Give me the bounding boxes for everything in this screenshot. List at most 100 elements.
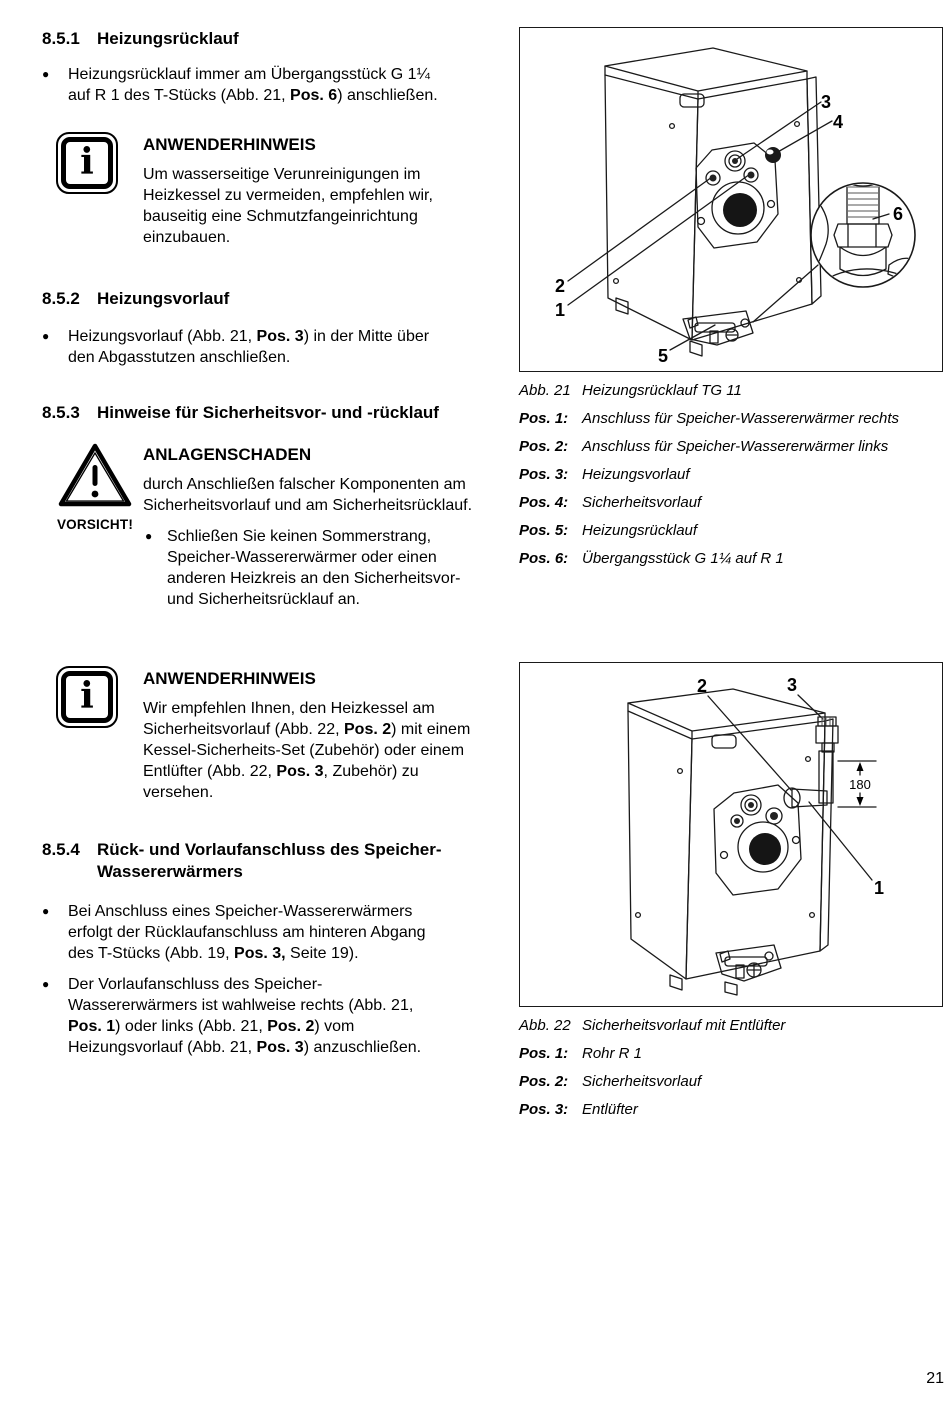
bullet-text: Heizungsvorlauf (Abb. 21, Pos. 3) in der… — [68, 328, 430, 366]
vorsicht-warning-box: VORSICHT! ANLAGENSCHADEN durch Anschließ… — [42, 442, 487, 610]
bullet-icon: ● — [42, 977, 50, 991]
bullet-text: Heizungsrücklauf immer am Übergangsstück… — [68, 66, 438, 104]
section-title: Heizungsvorlauf — [97, 289, 230, 308]
anwenderhinweis-box: i ANWENDERHINWEIS Um wasserseitige Verun… — [42, 132, 487, 248]
hint-body: ANWENDERHINWEIS Wir empfehlen Ihnen, den… — [143, 666, 478, 803]
legend-row: Pos. 2:Anschluss für Speicher-Wassererwä… — [519, 438, 889, 455]
bullet-icon: ● — [42, 329, 50, 343]
callout-1-label: 1 — [874, 878, 884, 898]
callout-6-label: 6 — [893, 204, 903, 224]
hint-title: ANWENDERHINWEIS — [143, 669, 316, 688]
leader-line-1 — [567, 173, 751, 306]
warning-body: ANLAGENSCHADEN durch Anschließen falsche… — [143, 442, 478, 610]
callout-1-label: 1 — [555, 300, 565, 320]
legend-row: Pos. 3:Heizungsvorlauf — [519, 466, 690, 483]
speicher-port-links — [705, 170, 721, 186]
section-number: 8.5.2 — [42, 289, 80, 308]
caption-label: Abb. 22 — [519, 1017, 571, 1034]
leader-line-3 — [797, 694, 824, 720]
boiler-rear-illustration: 3 4 2 1 5 6 — [555, 47, 916, 366]
section-number: 8.5.3 — [42, 403, 80, 422]
leader-line-6 — [872, 213, 890, 220]
figure-column: 3 4 2 1 5 6 Abb. 21 Heizungsrücklauf TG … — [519, 27, 943, 1128]
leader-line-3 — [736, 101, 822, 160]
hex-nut — [833, 223, 893, 248]
boiler-right-edge — [819, 718, 834, 952]
hint-text: Wir empfehlen Ihnen, den Heizkessel am S… — [143, 700, 471, 801]
rohr-r1-horizontal — [791, 788, 828, 808]
leader-line-2 — [707, 695, 792, 791]
entluefter-body — [815, 725, 839, 744]
bullet-text: Bei Anschluss eines Speicher-Wassererwär… — [68, 903, 426, 962]
caption-label: Abb. 21 — [519, 382, 571, 399]
abgasstutzen-ring — [737, 821, 789, 873]
speicher-port-rechts — [743, 167, 759, 183]
section-heading-8-5-2: 8.5.2 Heizungsvorlauf — [42, 288, 487, 310]
figure-abb-22: 180 2 3 1 — [519, 662, 943, 1007]
section-heading-8-5-3: 8.5.3 Hinweise für Sicherheitsvor- und -… — [42, 402, 487, 424]
heizungsvorlauf-port — [724, 150, 746, 172]
info-icon-frame: i — [61, 671, 113, 723]
abgasstutzen-ring — [711, 181, 765, 235]
ruecklauf-assembly — [682, 310, 754, 346]
warning-triangle-icon — [58, 443, 132, 507]
lid-latch — [711, 734, 737, 749]
leader-line-1 — [808, 801, 873, 881]
warning-text: durch Anschließen falscher Komponenten a… — [143, 476, 473, 514]
magnifier-pointer-line — [752, 264, 819, 323]
dimension-label: 180 — [849, 777, 871, 792]
leader-line-4 — [775, 120, 833, 154]
figure-legend: Pos. 1:Anschluss für Speicher-Wassererwä… — [519, 409, 943, 568]
boiler-right-edge — [806, 76, 822, 305]
section-number: 8.5.4 — [42, 840, 80, 859]
legend-row: Pos. 6:Übergangsstück G 1¼ auf R 1 — [519, 550, 784, 567]
abgasstutzen-opening — [723, 193, 757, 227]
anwenderhinweis-box: i ANWENDERHINWEIS Wir empfehlen Ihnen, d… — [42, 666, 487, 803]
sicherheitsvorlauf-port — [783, 787, 801, 809]
leader-line-5 — [669, 324, 716, 351]
legend-row: Pos. 5:Heizungsrücklauf — [519, 522, 698, 539]
connection-flange — [713, 784, 802, 896]
hint-title: ANWENDERHINWEIS — [143, 135, 316, 154]
lid-latch — [679, 93, 705, 108]
legend-row: Pos. 1:Anschluss für Speicher-Wassererwä… — [519, 410, 900, 427]
magnifier-circle — [810, 182, 916, 288]
callout-3-label: 3 — [787, 675, 797, 695]
hint-body: ANWENDERHINWEIS Um wasserseitige Verunre… — [143, 132, 478, 248]
bullet-text: Schließen Sie keinen Sommerstrang, Speic… — [167, 528, 461, 608]
leader-line-2 — [567, 176, 713, 282]
section-heading-8-5-4: 8.5.4 Rück- und Vorlaufanschluss des Spe… — [42, 839, 487, 883]
caption-text: Sicherheitsvorlauf mit Entlüfter — [582, 1017, 786, 1034]
boiler-side-panel — [604, 74, 699, 341]
section-title: Hinweise für Sicherheitsvor- und -rückla… — [97, 403, 439, 422]
list-item: ● Schließen Sie keinen Sommerstrang, Spe… — [143, 526, 478, 610]
callout-5-label: 5 — [658, 346, 668, 366]
section-title: Rück- und Vorlaufanschluss des Speicher-… — [97, 840, 442, 881]
connection-flange — [695, 142, 779, 249]
hint-text: Um wasserseitige Verunreinigungen im Hei… — [143, 166, 433, 246]
list-item: ● Bei Anschluss eines Speicher-Wassererw… — [42, 901, 487, 964]
callout-3-label: 3 — [821, 92, 831, 112]
section-title: Heizungsrücklauf — [97, 29, 239, 48]
callout-2-label: 2 — [697, 676, 707, 696]
boiler-side-panel — [627, 710, 693, 980]
info-icon-glyph: i — [80, 675, 94, 717]
legend-row: Pos. 1:Rohr R 1 — [519, 1045, 643, 1062]
abgasstutzen-opening — [749, 833, 781, 865]
list-item: ● Der Vorlaufanschluss des Speicher-Wass… — [42, 974, 487, 1058]
page-number: 21 — [926, 1370, 944, 1387]
figure-legend: Pos. 1:Rohr R 1 Pos. 2:Sicherheitsvorlau… — [519, 1044, 943, 1119]
section-heading-8-5-1: 8.5.1 Heizungsrücklauf — [42, 28, 487, 50]
list-item: ● Heizungsvorlauf (Abb. 21, Pos. 3) in d… — [42, 326, 487, 368]
list-item: ● Heizungsrücklauf immer am Übergangsstü… — [42, 64, 487, 106]
info-icon: i — [56, 132, 118, 194]
legend-row: Pos. 2:Sicherheitsvorlauf — [519, 1073, 702, 1090]
text-column: 8.5.1 Heizungsrücklauf ● Heizungsrücklau… — [42, 28, 487, 1058]
warning-label: VORSICHT! — [56, 517, 134, 532]
bullet-icon: ● — [42, 904, 50, 918]
boiler-safety-pipe-illustration: 180 2 3 1 — [627, 675, 884, 996]
sicherheitsvorlauf-hole — [765, 147, 781, 163]
callout-4-label: 4 — [833, 112, 843, 132]
icon-cell: i — [42, 132, 143, 248]
